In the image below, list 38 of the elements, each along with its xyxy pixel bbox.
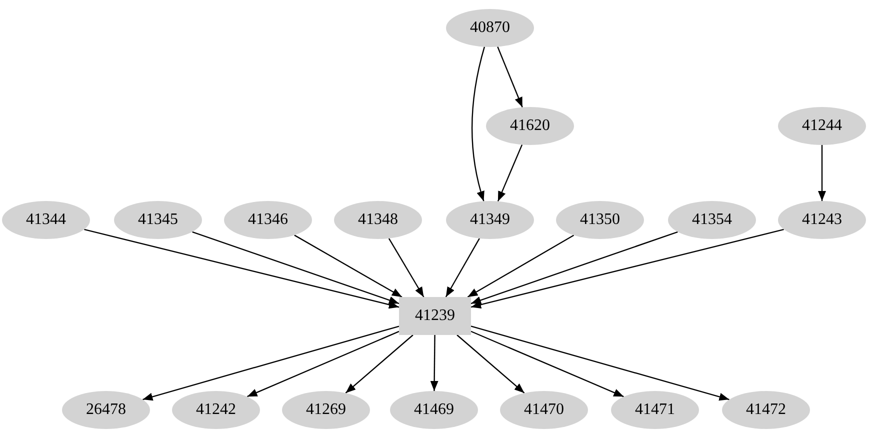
arrow	[445, 238, 480, 298]
arrow	[467, 234, 574, 298]
ellipse-node: 40870	[446, 9, 534, 47]
rectangle-node: 41239	[399, 297, 471, 335]
arrow	[192, 231, 400, 304]
ellipse-node: 41269	[282, 391, 370, 429]
arrow	[246, 330, 400, 398]
ellipse-node: 41346	[224, 201, 312, 239]
ellipse-node: 41242	[172, 391, 260, 429]
arrow	[84, 228, 400, 309]
arrow	[430, 335, 438, 391]
arrow	[470, 231, 678, 304]
arrow	[818, 145, 826, 201]
ellipse-node: 41344	[2, 201, 90, 239]
arrow	[470, 326, 730, 401]
ellipse-node: 41471	[611, 391, 699, 429]
arrow	[470, 228, 784, 309]
ellipse-node: 41244	[778, 107, 866, 145]
arrow	[345, 334, 414, 394]
ellipse-node: 41354	[668, 201, 756, 239]
ellipse-node: 41620	[486, 107, 574, 145]
ellipse-node: 41470	[500, 391, 588, 429]
ellipse-node: 41345	[114, 201, 202, 239]
ellipse-node: 26478	[62, 391, 150, 429]
ellipse-node: 41349	[446, 201, 534, 239]
arrow	[471, 46, 486, 202]
ellipse-node: 41348	[334, 201, 422, 239]
ellipse-node: 41472	[722, 391, 810, 429]
arrow	[142, 326, 400, 401]
arrow	[388, 238, 424, 298]
ellipse-node: 41243	[778, 201, 866, 239]
ellipse-node: 41469	[390, 391, 478, 429]
arrow	[497, 144, 523, 202]
arrow	[456, 334, 525, 394]
arrow	[294, 234, 402, 298]
ellipse-node: 41350	[556, 201, 644, 239]
arrow	[497, 46, 523, 108]
arrow	[470, 330, 624, 398]
